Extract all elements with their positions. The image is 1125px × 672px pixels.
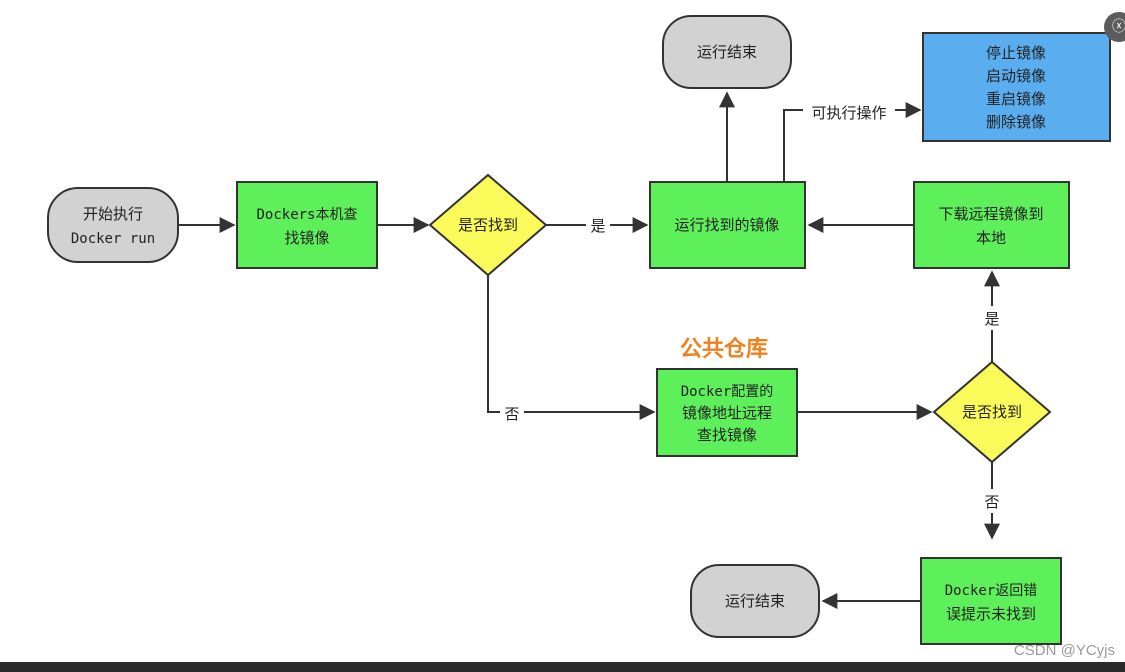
node-decision-1-label: 是否找到	[458, 216, 518, 234]
edge-label-yes-1: 是	[590, 217, 605, 235]
node-return-error-line-2: 误提示未找到	[946, 605, 1036, 623]
node-local-search: Dockers本机查 找镜像	[236, 181, 378, 269]
node-start: 开始执行 Docker run	[47, 187, 179, 263]
node-return-error-line-1: Docker返回错	[945, 583, 1038, 599]
node-remote-search-line-1: Docker配置的	[681, 384, 774, 400]
node-image-ops-line-2: 启动镜像	[986, 67, 1046, 85]
node-local-search-line-1: Dockers本机查	[256, 207, 357, 223]
bottom-bar	[0, 662, 1125, 672]
node-start-line-1: 开始执行	[83, 205, 143, 223]
node-download-remote: 下载远程镜像到 本地	[913, 181, 1070, 269]
node-run-image: 运行找到的镜像	[649, 181, 806, 269]
node-remote-search-line-3: 查找镜像	[697, 426, 757, 444]
edge-label-no-1: 否	[504, 405, 519, 423]
watermark: CSDN @YCyjs	[1014, 642, 1115, 659]
node-download-remote-line-1: 下载远程镜像到	[938, 205, 1043, 223]
edge-label-yes-2: 是	[984, 310, 999, 328]
node-image-ops-line-3: 重启镜像	[986, 90, 1046, 108]
node-end-top-label: 运行结束	[697, 43, 757, 61]
node-decision-2-label: 是否找到	[962, 403, 1022, 421]
node-image-ops: 停止镜像 启动镜像 重启镜像 删除镜像	[922, 32, 1111, 142]
node-remote-search-line-2: 镜像地址远程	[682, 404, 772, 422]
node-decision-1: 是否找到	[428, 173, 548, 277]
node-end-bottom: 运行结束	[690, 564, 820, 638]
node-remote-search: Docker配置的 镜像地址远程 查找镜像	[656, 368, 798, 457]
edge-label-executable-ops: 可执行操作	[811, 104, 886, 122]
node-end-bottom-label: 运行结束	[725, 592, 785, 610]
node-image-ops-line-1: 停止镜像	[986, 44, 1046, 62]
node-decision-2: 是否找到	[932, 360, 1052, 464]
node-run-image-label: 运行找到的镜像	[674, 216, 779, 234]
node-local-search-line-2: 找镜像	[284, 229, 329, 247]
node-end-top: 运行结束	[662, 15, 792, 89]
node-image-ops-line-4: 删除镜像	[986, 113, 1046, 131]
node-download-remote-line-2: 本地	[976, 229, 1006, 247]
edges	[178, 91, 1000, 609]
node-return-error: Docker返回错 误提示未找到	[920, 557, 1062, 645]
edge-label-no-2: 否	[984, 493, 999, 511]
edge-decision-1-no-to-remote-search	[487, 270, 656, 420]
annotation-public-registry: 公共仓库	[680, 336, 768, 362]
node-start-line-2: Docker run	[71, 231, 155, 247]
close-icon[interactable]: ⓧ	[1104, 12, 1125, 42]
edge-labels: 是 否 是 否 可执行操作	[500, 99, 1004, 513]
